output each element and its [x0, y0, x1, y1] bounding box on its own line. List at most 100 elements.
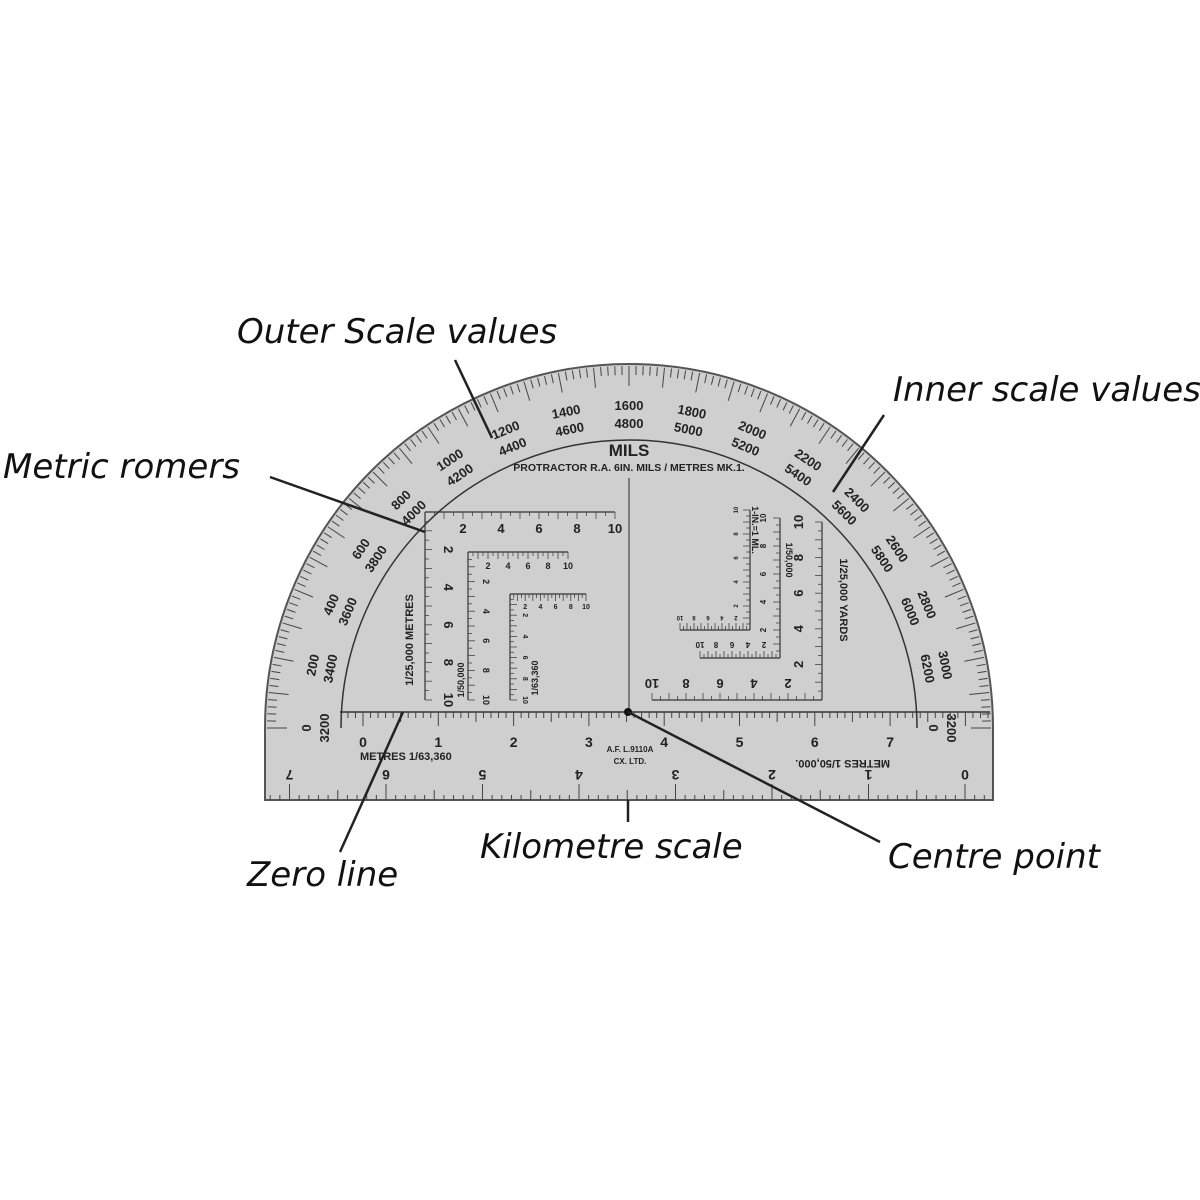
arc-tick	[470, 402, 476, 411]
km-scale-top-caption: METRES 1/63,360	[360, 751, 452, 763]
arc-tick	[704, 374, 708, 384]
arc-tick	[656, 367, 658, 377]
km-top-label: 2	[510, 734, 518, 750]
arc-tick	[727, 381, 735, 401]
inner-scale-label: 6200	[917, 653, 937, 684]
metric-romers-leader	[269, 475, 426, 534]
callout-zero-line: Zero line	[246, 855, 398, 895]
arc-tick	[564, 371, 568, 381]
protractor-title: MILS	[609, 441, 650, 460]
arc-tick	[496, 390, 501, 400]
arc-tick	[788, 405, 794, 414]
callout-outer-scale: Outer Scale values	[237, 312, 557, 352]
arc-tick	[857, 452, 865, 460]
romer-label: 6	[734, 556, 740, 560]
romer-label: 2	[759, 627, 768, 632]
arc-tick	[683, 370, 687, 380]
romer-caption: 1/25,000 METRES	[404, 594, 416, 686]
romer-label: 6	[716, 676, 723, 691]
arc-tick	[930, 556, 949, 568]
romer-label: 8	[692, 614, 696, 620]
outer-scale-leader	[453, 359, 494, 439]
inner-scale-label: 3200	[317, 714, 332, 743]
arc-tick	[662, 367, 665, 388]
arc-tick	[960, 602, 969, 607]
km-top-label: 1	[434, 734, 442, 750]
arc-tick	[717, 377, 721, 387]
km-top-label: 7	[886, 734, 894, 750]
arc-tick	[503, 388, 508, 397]
arc-tick	[316, 544, 325, 550]
romer-label: 2	[459, 521, 466, 536]
arc-tick	[962, 608, 972, 613]
arc-tick	[300, 575, 309, 581]
arc-tick	[813, 419, 819, 428]
km-top-label: 6	[811, 734, 819, 750]
arc-tick	[275, 649, 285, 653]
km-bottom-label: 3	[671, 767, 679, 783]
arc-tick	[981, 706, 991, 708]
km-scale-bottom-caption: METRES 1/50,000.	[795, 757, 890, 769]
romer-label: 6	[481, 638, 491, 643]
arc-tick	[929, 538, 938, 544]
romer-label: 6	[535, 521, 542, 536]
arc-tick	[913, 526, 931, 539]
arc-tick	[284, 615, 294, 620]
outer-scale-label: 1400	[550, 402, 581, 422]
arc-tick	[273, 656, 294, 662]
arc-tick	[367, 476, 375, 484]
arc-tick	[530, 379, 534, 389]
arc-tick	[291, 595, 301, 600]
romer-label: 4	[791, 624, 806, 632]
arc-tick	[312, 550, 322, 556]
romer-label: 10	[645, 676, 659, 691]
arc-tick	[957, 595, 967, 600]
outer-scale-label: 3000	[935, 649, 955, 680]
arc-tick	[863, 457, 870, 465]
arc-tick	[892, 487, 900, 494]
romer-label: 4	[441, 584, 456, 592]
romer-label: 2	[784, 676, 791, 691]
arc-tick	[936, 550, 946, 556]
arc-tick	[883, 476, 891, 484]
arc-tick	[956, 622, 976, 630]
romer-label: 4	[521, 634, 528, 638]
arc-tick	[309, 556, 328, 568]
romer-label: 2	[481, 579, 491, 584]
romer-label: 2	[791, 661, 806, 668]
arc-tick	[421, 430, 428, 439]
arc-tick	[600, 367, 602, 377]
km-bottom-label: 4	[575, 767, 583, 783]
arc-tick	[905, 503, 914, 510]
arc-tick	[759, 393, 768, 413]
arc-tick-marks	[267, 366, 991, 729]
callout-inner-scale: Inner scale values	[893, 370, 1200, 410]
km-top-label: 5	[736, 734, 744, 750]
arc-tick	[404, 443, 411, 452]
romer-label: 8	[569, 604, 573, 611]
romer-label: 2	[734, 604, 740, 608]
arc-tick	[744, 385, 749, 395]
romer-label: 6	[554, 604, 558, 611]
arc-tick	[952, 582, 961, 587]
inner-scale-label: 4800	[615, 416, 644, 431]
romer-label: 6	[706, 614, 710, 620]
inner-scale-label: 0	[926, 724, 941, 731]
arc-tick	[393, 452, 401, 460]
romer-label: 10	[521, 696, 528, 704]
arc-tick	[887, 481, 896, 489]
arc-tick	[807, 415, 813, 424]
romer-label: 4	[745, 640, 750, 649]
arc-tick	[789, 408, 801, 427]
arc-tick	[270, 677, 280, 681]
inner-scale-label: 4600	[554, 419, 585, 439]
arc-tick	[297, 582, 306, 587]
arc-tick	[377, 466, 385, 474]
arc-tick	[271, 670, 281, 674]
romer-label: 10	[441, 693, 456, 707]
arc-tick	[550, 374, 554, 384]
arc-tick	[268, 692, 289, 695]
